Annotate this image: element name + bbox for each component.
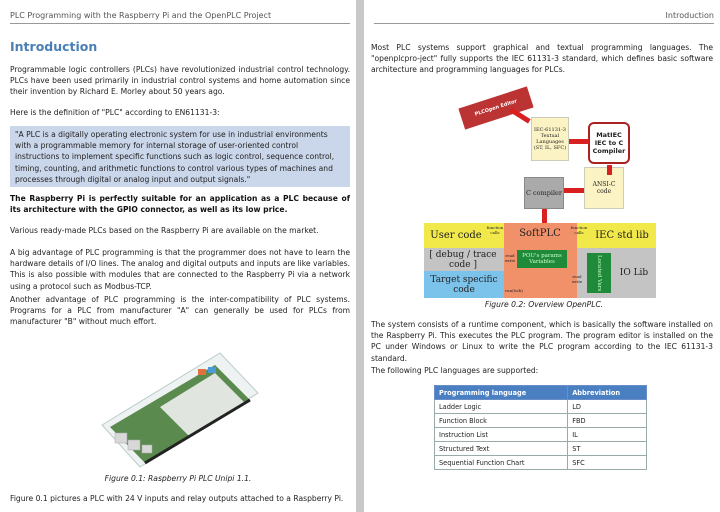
plcopen-editor-banner: PLCOpen Editor — [458, 86, 534, 130]
paragraph: Figure 0.1 pictures a PLC with 24 V inpu… — [10, 494, 344, 503]
softplc-label: SoftPLC — [519, 227, 561, 239]
run-tick-label: run(tick) — [505, 287, 523, 293]
paragraph: A big advantage of PLC programming is th… — [10, 248, 350, 291]
cell: FBD — [567, 413, 647, 428]
read-write-label: read write — [571, 274, 583, 284]
cell: SFC — [567, 455, 647, 470]
pou-params-box: POU's params Variables — [517, 250, 567, 268]
cell: Instruction List — [433, 427, 569, 442]
cell: ST — [567, 441, 647, 456]
left-page: PLC Programming with the Raspberry Pi an… — [0, 0, 356, 512]
cell: Function Block — [433, 413, 569, 428]
column-header: Abbreviation — [567, 385, 647, 400]
section-title: Introduction — [10, 39, 98, 54]
textual-languages-box: IEC-61131-3 Textual Languages (ST, IL, S… — [531, 117, 569, 161]
cell: Ladder Logic — [433, 399, 569, 414]
paragraph: Here is the definition of "PLC" accordin… — [10, 108, 220, 117]
figure-caption: Figure 0.2: Overview OpenPLC. — [484, 300, 604, 309]
plc-photo — [100, 345, 260, 470]
cell: Structured Text — [433, 441, 569, 456]
paragraph: The following PLC languages are supporte… — [371, 366, 539, 375]
cell: IL — [567, 427, 647, 442]
figure-caption: Figure 0.1: Raspberry Pi PLC Unipi 1.1. — [104, 474, 252, 483]
target-code-box: Target specific code — [424, 271, 504, 298]
debug-trace-label: [ debug / trace code ] — [429, 250, 497, 270]
cell: LD — [567, 399, 647, 414]
function-calls-label: function calls — [570, 225, 588, 235]
right-page: Introduction Most PLC systems support gr… — [364, 0, 720, 512]
io-lib-label: IO Lib — [619, 267, 649, 278]
paragraph: Programmable logic controllers (PLCs) ha… — [10, 65, 350, 97]
located-vars-box: Located Vars — [587, 253, 611, 293]
running-header: Introduction — [374, 11, 714, 24]
column-header: Programming language — [433, 385, 569, 400]
paragraph: The system consists of a runtime compone… — [371, 320, 713, 363]
definition-quote: "A PLC is a digitally operating electron… — [10, 126, 350, 187]
paragraph: Most PLC systems support graphical and t… — [371, 43, 713, 75]
function-calls-label: function calls — [486, 225, 504, 235]
openplc-diagram: PLCOpen Editor IEC-61131-3 Textual Langu… — [424, 85, 659, 300]
ansi-c-box: ANSI-C code — [584, 167, 624, 209]
c-compiler-box: C compiler — [524, 177, 564, 209]
matiec-compiler-box: MatIEC IEC to C Compiler — [588, 122, 630, 164]
paragraph: Various ready-made PLCs based on the Ras… — [10, 226, 319, 235]
paragraph: Another advantage of PLC programming is … — [10, 295, 350, 327]
bold-statement: The Raspberry Pi is perfectly suitable f… — [10, 194, 350, 215]
iec-std-lib-label: IEC std lib — [595, 230, 649, 241]
running-header: PLC Programming with the Raspberry Pi an… — [10, 11, 350, 24]
user-code-label: User code — [430, 230, 482, 241]
cell: Sequential Function Chart — [433, 455, 569, 470]
read-write-label: read write — [504, 253, 516, 263]
